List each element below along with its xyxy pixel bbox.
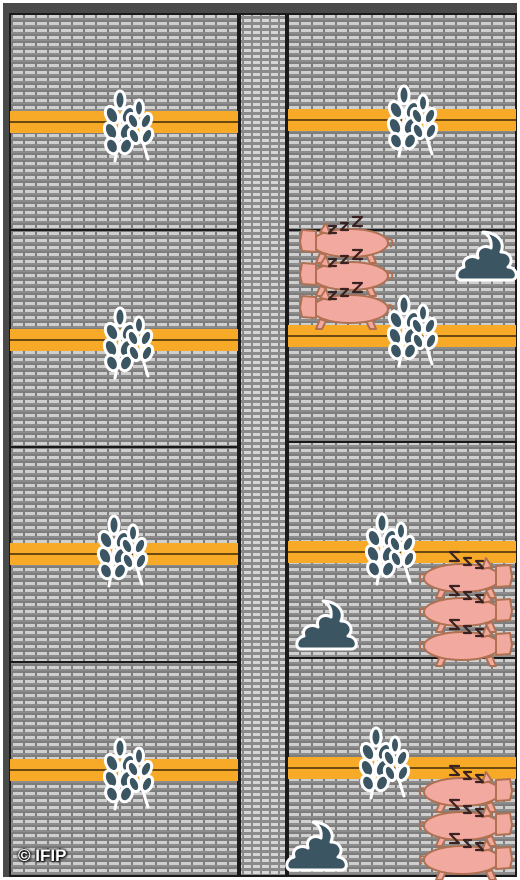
copyright-credit: © IFIP	[18, 846, 66, 866]
sleeping-pig-group-pen-right-2	[300, 217, 392, 329]
sleeping-pig-group-pen-right-4	[420, 766, 512, 880]
sleeping-pig-group-pen-right-3	[420, 552, 512, 666]
central-alley	[240, 14, 286, 876]
